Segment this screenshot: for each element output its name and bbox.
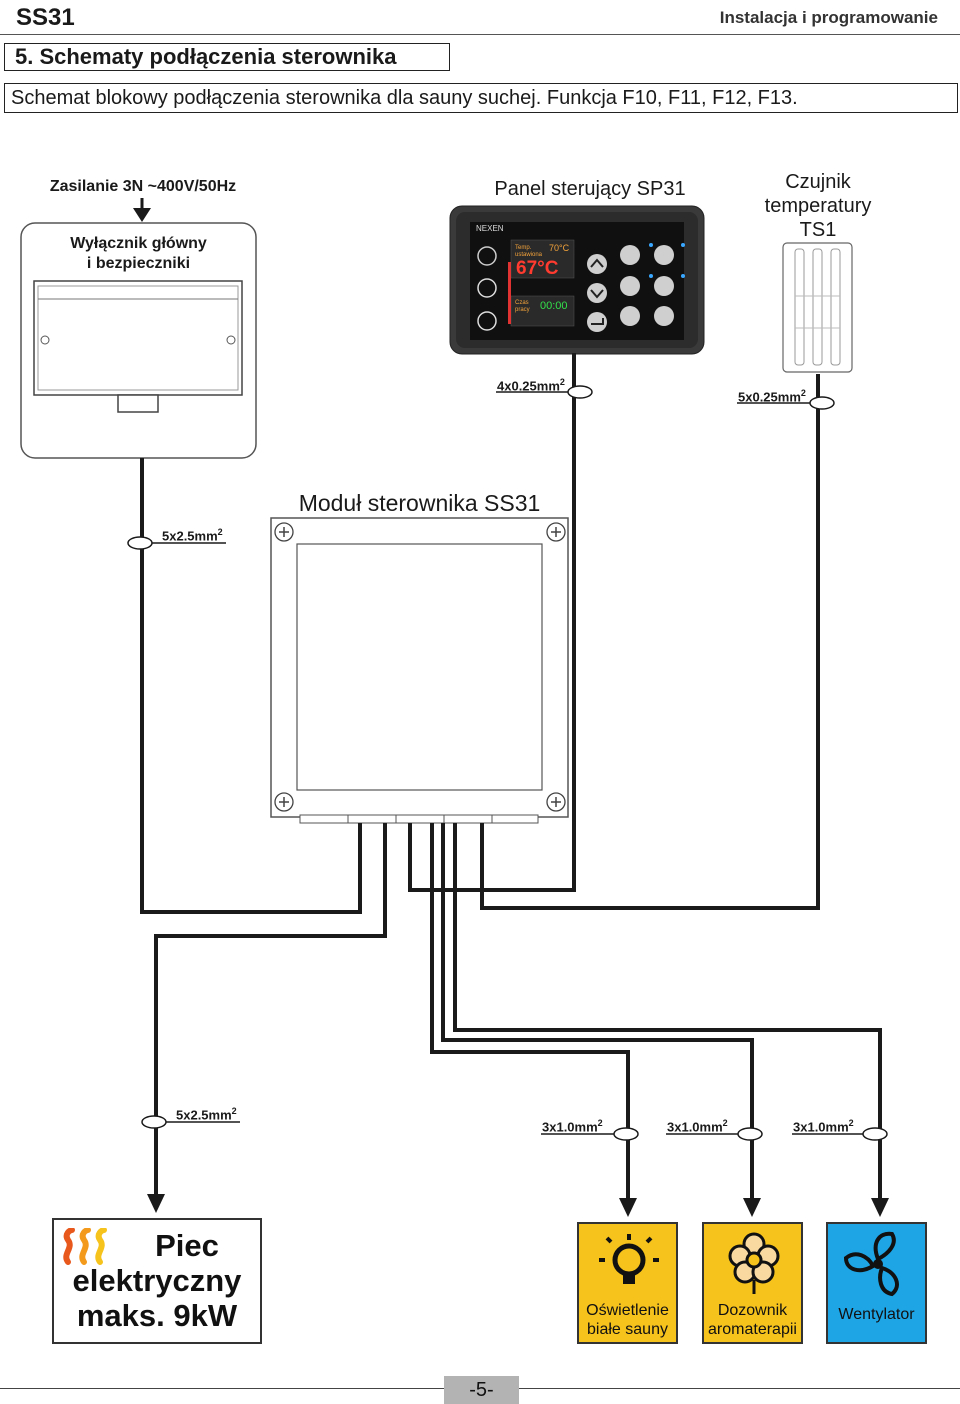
sensor-title-line3: TS1 — [799, 219, 837, 241]
light-label-line2: białe sauny — [587, 1321, 668, 1338]
aroma-label-line2: aromaterapii — [708, 1321, 797, 1338]
control-panel-sp31 — [449, 205, 705, 355]
panel-title: Panel sterujący SP31 — [494, 178, 686, 200]
diagram-subtitle: Schemat blokowy podłączenia sterownika d… — [4, 83, 958, 113]
cable-label-panel: 4x0.25mm2 — [497, 377, 565, 394]
supply-label: Zasilanie 3N ~400V/50Hz — [49, 178, 237, 195]
sensor-title: Czujnik temperatury TS1 — [730, 170, 906, 242]
sensor-title-line1: Czujnik — [785, 171, 851, 193]
wire-aroma — [441, 823, 754, 1200]
cable-label-heater: 5x2.5mm2 — [176, 1106, 237, 1123]
arrow-heater — [147, 1194, 165, 1213]
section-label: Instalacja i programowanie — [719, 8, 938, 27]
light-label: Oświetlenie białe sauny — [579, 1301, 676, 1339]
controller-module — [270, 517, 569, 824]
panel-temp-set-label-1: Temp. — [515, 245, 532, 251]
light-box: Oświetlenie białe sauny — [577, 1222, 678, 1344]
panel-brand: NEXEN — [476, 224, 504, 233]
section-title: 5. Schematy podłączenia sterownika — [4, 43, 450, 71]
switch-label: Wyłącznik główny i bezpieczniki — [22, 234, 255, 274]
panel-work-time-label-2: pracy — [515, 307, 530, 313]
aroma-label-line1: Dozownik — [717, 1302, 788, 1319]
supply-arrow — [133, 198, 151, 222]
panel-temp-set-label-2: ustawiona — [515, 252, 543, 258]
header-rule — [0, 34, 960, 35]
heater-label-line3: maks. 9kW — [76, 1298, 238, 1333]
flower-icon — [728, 1232, 780, 1294]
heater-box: Piec elektryczny maks. 9kW — [52, 1218, 262, 1344]
document-code: SS31 — [16, 4, 75, 31]
main-switch-enclosure — [20, 222, 257, 459]
wire-fan — [453, 823, 882, 1200]
cable-label-fan: 3x1.0mm2 — [793, 1118, 854, 1135]
fan-label: Wentylator — [838, 1306, 915, 1323]
fan-box: Wentylator — [826, 1222, 927, 1344]
panel-work-time-value: 00:00 — [540, 300, 568, 312]
cable-marks — [127, 385, 888, 1141]
wire-heater — [154, 823, 387, 1196]
cable-label-sensor: 5x0.25mm2 — [738, 388, 806, 405]
page-number: -5- — [444, 1376, 519, 1404]
heater-label-line2: elektryczny — [72, 1263, 242, 1298]
heater-label-line1: Piec — [155, 1228, 219, 1263]
wire-panel — [408, 353, 576, 892]
sensor-title-line2: temperatury — [764, 195, 872, 217]
arrow-aroma — [743, 1198, 761, 1217]
aroma-box: Dozownik aromaterapii — [702, 1222, 803, 1344]
switch-label-line2: i bezpieczniki — [86, 255, 191, 272]
light-bulb-icon — [599, 1234, 659, 1284]
panel-temp-set-value: 70°C — [549, 243, 570, 253]
wires — [140, 353, 882, 1200]
cable-label-light: 3x1.0mm2 — [542, 1118, 603, 1135]
switch-label-line1: Wyłącznik główny — [70, 235, 207, 252]
cable-label-aroma: 3x1.0mm2 — [667, 1118, 728, 1135]
panel-work-time-label-1: Czas — [515, 300, 529, 306]
heat-waves-icon — [63, 1228, 107, 1265]
aroma-label: Dozownik aromaterapii — [704, 1301, 801, 1339]
cable-label-supply: 5x2.5mm2 — [162, 527, 223, 544]
temperature-sensor — [782, 242, 853, 373]
arrow-light — [619, 1198, 637, 1217]
arrow-fan — [871, 1198, 889, 1217]
panel-temp-current: 67°C — [516, 258, 559, 279]
module-title: Moduł sterownika SS31 — [298, 490, 541, 516]
wire-light — [430, 823, 630, 1200]
fan-icon — [843, 1231, 899, 1297]
light-label-line1: Oświetlenie — [586, 1302, 669, 1319]
wire-supply — [140, 458, 362, 914]
wire-sensor — [480, 374, 820, 910]
